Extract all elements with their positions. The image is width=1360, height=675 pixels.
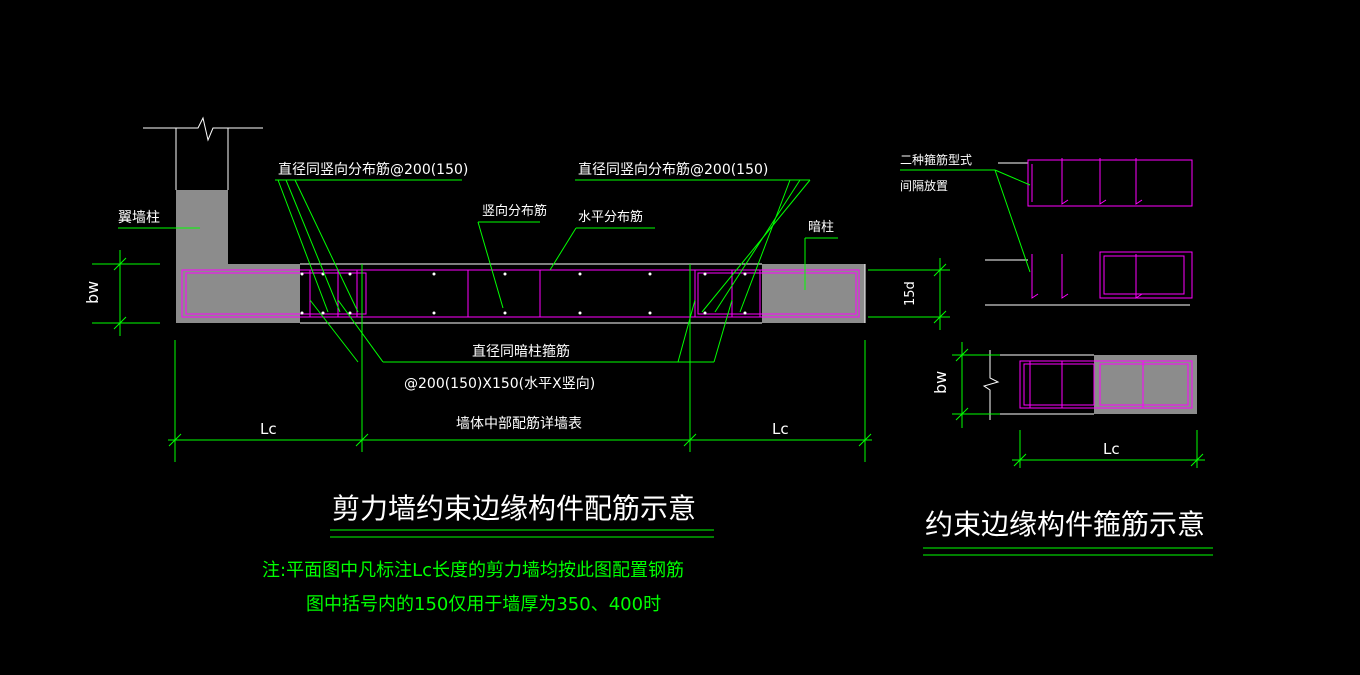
- label-vert-dist-right: 直径同竖向分布筋@200(150): [578, 161, 768, 178]
- leader-stirrup-r2: [713, 299, 733, 363]
- small-column-concrete: [1094, 355, 1197, 414]
- leader-stirrup-l1: [309, 299, 359, 363]
- leader-horizontal-bar: [549, 227, 577, 271]
- rebar-dots: [300, 272, 747, 315]
- leader-forms-2: [994, 169, 1031, 273]
- small-dim-lc-tick-1: [1013, 453, 1027, 467]
- label-15d: 15d: [903, 281, 918, 306]
- leader-stirrup-l2: [337, 299, 384, 363]
- label-hidden-column: 暗柱: [808, 220, 834, 235]
- label-lc-right: Lc: [772, 420, 789, 438]
- small-dim-bw-tick-bottom: [955, 407, 969, 421]
- dim-15d-tick-top: [933, 263, 947, 277]
- small-dim-bw-tick-top: [955, 348, 969, 362]
- label-bw-left: bw: [83, 281, 102, 304]
- label-wing-column: 翼墙柱: [118, 210, 160, 226]
- dim-lc-tick-2: [355, 433, 369, 447]
- label-bw-right: bw: [931, 371, 950, 394]
- wing-column-concrete: [176, 190, 300, 323]
- small-dim-lc-tick-2: [1190, 453, 1204, 467]
- label-wall-table: 墙体中部配筋详墙表: [456, 415, 582, 432]
- dim-lc-tick-1: [168, 433, 182, 447]
- outer-stirrup: [181, 269, 860, 318]
- leader-diag-r2: [714, 179, 801, 313]
- dim-bw-tick-bottom: [113, 316, 127, 330]
- label-vertical-bar: 竖向分布筋: [482, 203, 547, 219]
- titles: 剪力墙约束边缘构件配筋示意 约束边缘构件箍筋示意 注:平面图中凡标注Lc长度的剪…: [262, 492, 1213, 615]
- small-outer-stirrup: [1019, 360, 1193, 409]
- label-stirrup-spacing: @200(150)X150(水平X竖向): [404, 376, 595, 392]
- break-line-top: [143, 116, 263, 142]
- small-break-line: [982, 350, 1000, 420]
- small-left-stirrup: [1023, 363, 1095, 406]
- label-lc-left: Lc: [260, 420, 277, 438]
- note-line-2: 图中括号内的150仅用于墙厚为350、400时: [306, 594, 661, 615]
- dim-lc-tick-3: [683, 433, 697, 447]
- title-main: 剪力墙约束边缘构件配筋示意: [332, 492, 696, 525]
- form2-inner: [1103, 255, 1185, 295]
- leader-diag-r3: [739, 179, 791, 313]
- leader-diag-r1: [701, 179, 811, 313]
- form2-outer: [1099, 251, 1193, 299]
- left-stirrup: [185, 272, 367, 315]
- leader-diag-l2: [285, 179, 341, 313]
- label-vert-dist-left: 直径同竖向分布筋@200(150): [278, 161, 468, 178]
- form2-ties: [1031, 254, 1143, 299]
- small-right-stirrup: [1099, 363, 1189, 406]
- label-stirrup-dia: 直径同暗柱箍筋: [472, 343, 570, 360]
- label-horizontal-bar: 水平分布筋: [578, 209, 643, 225]
- dim-bw-tick-top: [113, 257, 127, 271]
- label-stirrup-form-2: 间隔放置: [900, 178, 948, 193]
- dim-15d-tick-bottom: [933, 310, 947, 324]
- leader-forms-1: [994, 169, 1031, 186]
- label-stirrup-form-1: 二种箍筋型式: [900, 152, 972, 167]
- stirrup-forms: 二种箍筋型式 间隔放置: [900, 152, 1193, 306]
- main-detail: 翼墙柱 直径同竖向分布筋@200(150) 直径同竖向分布筋@200(150) …: [83, 116, 950, 462]
- leader-diag-l3: [294, 179, 359, 313]
- label-lc-small: Lc: [1103, 440, 1120, 458]
- right-stirrup: [697, 272, 857, 315]
- title-right: 约束边缘构件箍筋示意: [925, 508, 1205, 541]
- leader-vertical-bar: [477, 221, 504, 309]
- note-line-1: 注:平面图中凡标注Lc长度的剪力墙均按此图配置钢筋: [262, 560, 684, 581]
- hidden-column-concrete: [762, 264, 865, 323]
- dim-lc-tick-4: [858, 433, 872, 447]
- small-section: bw Lc: [931, 342, 1205, 468]
- form1-outer: [1027, 159, 1193, 207]
- leader-stirrup-r1: [677, 299, 696, 363]
- leader-diag-l1: [277, 179, 329, 313]
- form1-ties: [1031, 158, 1143, 205]
